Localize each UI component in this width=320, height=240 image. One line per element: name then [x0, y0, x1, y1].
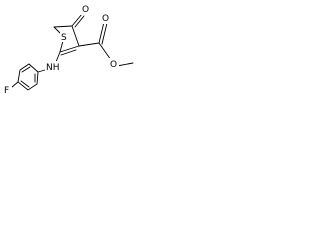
label-mask-ketone-o — [81, 4, 91, 15]
amine-link — [37, 51, 61, 73]
bond-c4-c3 — [71, 25, 80, 47]
label-mask-s — [60, 31, 70, 42]
ester-ether-oxygen-label: O — [110, 60, 117, 70]
chemical-structure-diagram: S O O O NH F — [3, 4, 134, 96]
label-mask-f — [3, 84, 12, 95]
bond-oether-methyl — [116, 62, 134, 67]
bond-cester-oether — [98, 42, 112, 61]
bond-c4-o-double — [74, 15, 85, 28]
fluorine-label: F — [4, 86, 9, 96]
ester-group — [78, 21, 134, 67]
bond-c3-cester — [78, 42, 100, 47]
label-mask-nh — [45, 61, 61, 72]
bond-aryl-f — [11, 81, 19, 88]
bond-c3-c2-double — [60, 49, 77, 56]
fluorophenyl-ring — [11, 63, 39, 91]
bond-c4-o — [71, 13, 83, 27]
label-mask-ester-o — [101, 13, 111, 24]
amine-nh-label: NH — [46, 63, 60, 73]
benzene-inner-bond-1 — [21, 66, 31, 73]
sulfur-label: S — [61, 33, 67, 43]
bond-c5-c4 — [53, 25, 73, 28]
ketone-oxygen-label: O — [82, 5, 89, 15]
thiophene-ring — [53, 25, 80, 56]
ketone-group — [71, 13, 85, 28]
benzene-inner-bond-2 — [20, 80, 30, 88]
bond-cester-o-double-b — [101, 22, 108, 45]
bond-cester-o-double-a — [98, 21, 105, 44]
ester-carbonyl-oxygen-label: O — [102, 14, 109, 24]
bond-c2-n — [55, 51, 61, 63]
bond-n-aryl — [37, 69, 46, 73]
bond-c3-c2 — [59, 45, 80, 53]
label-mask-ether-o — [109, 58, 119, 69]
